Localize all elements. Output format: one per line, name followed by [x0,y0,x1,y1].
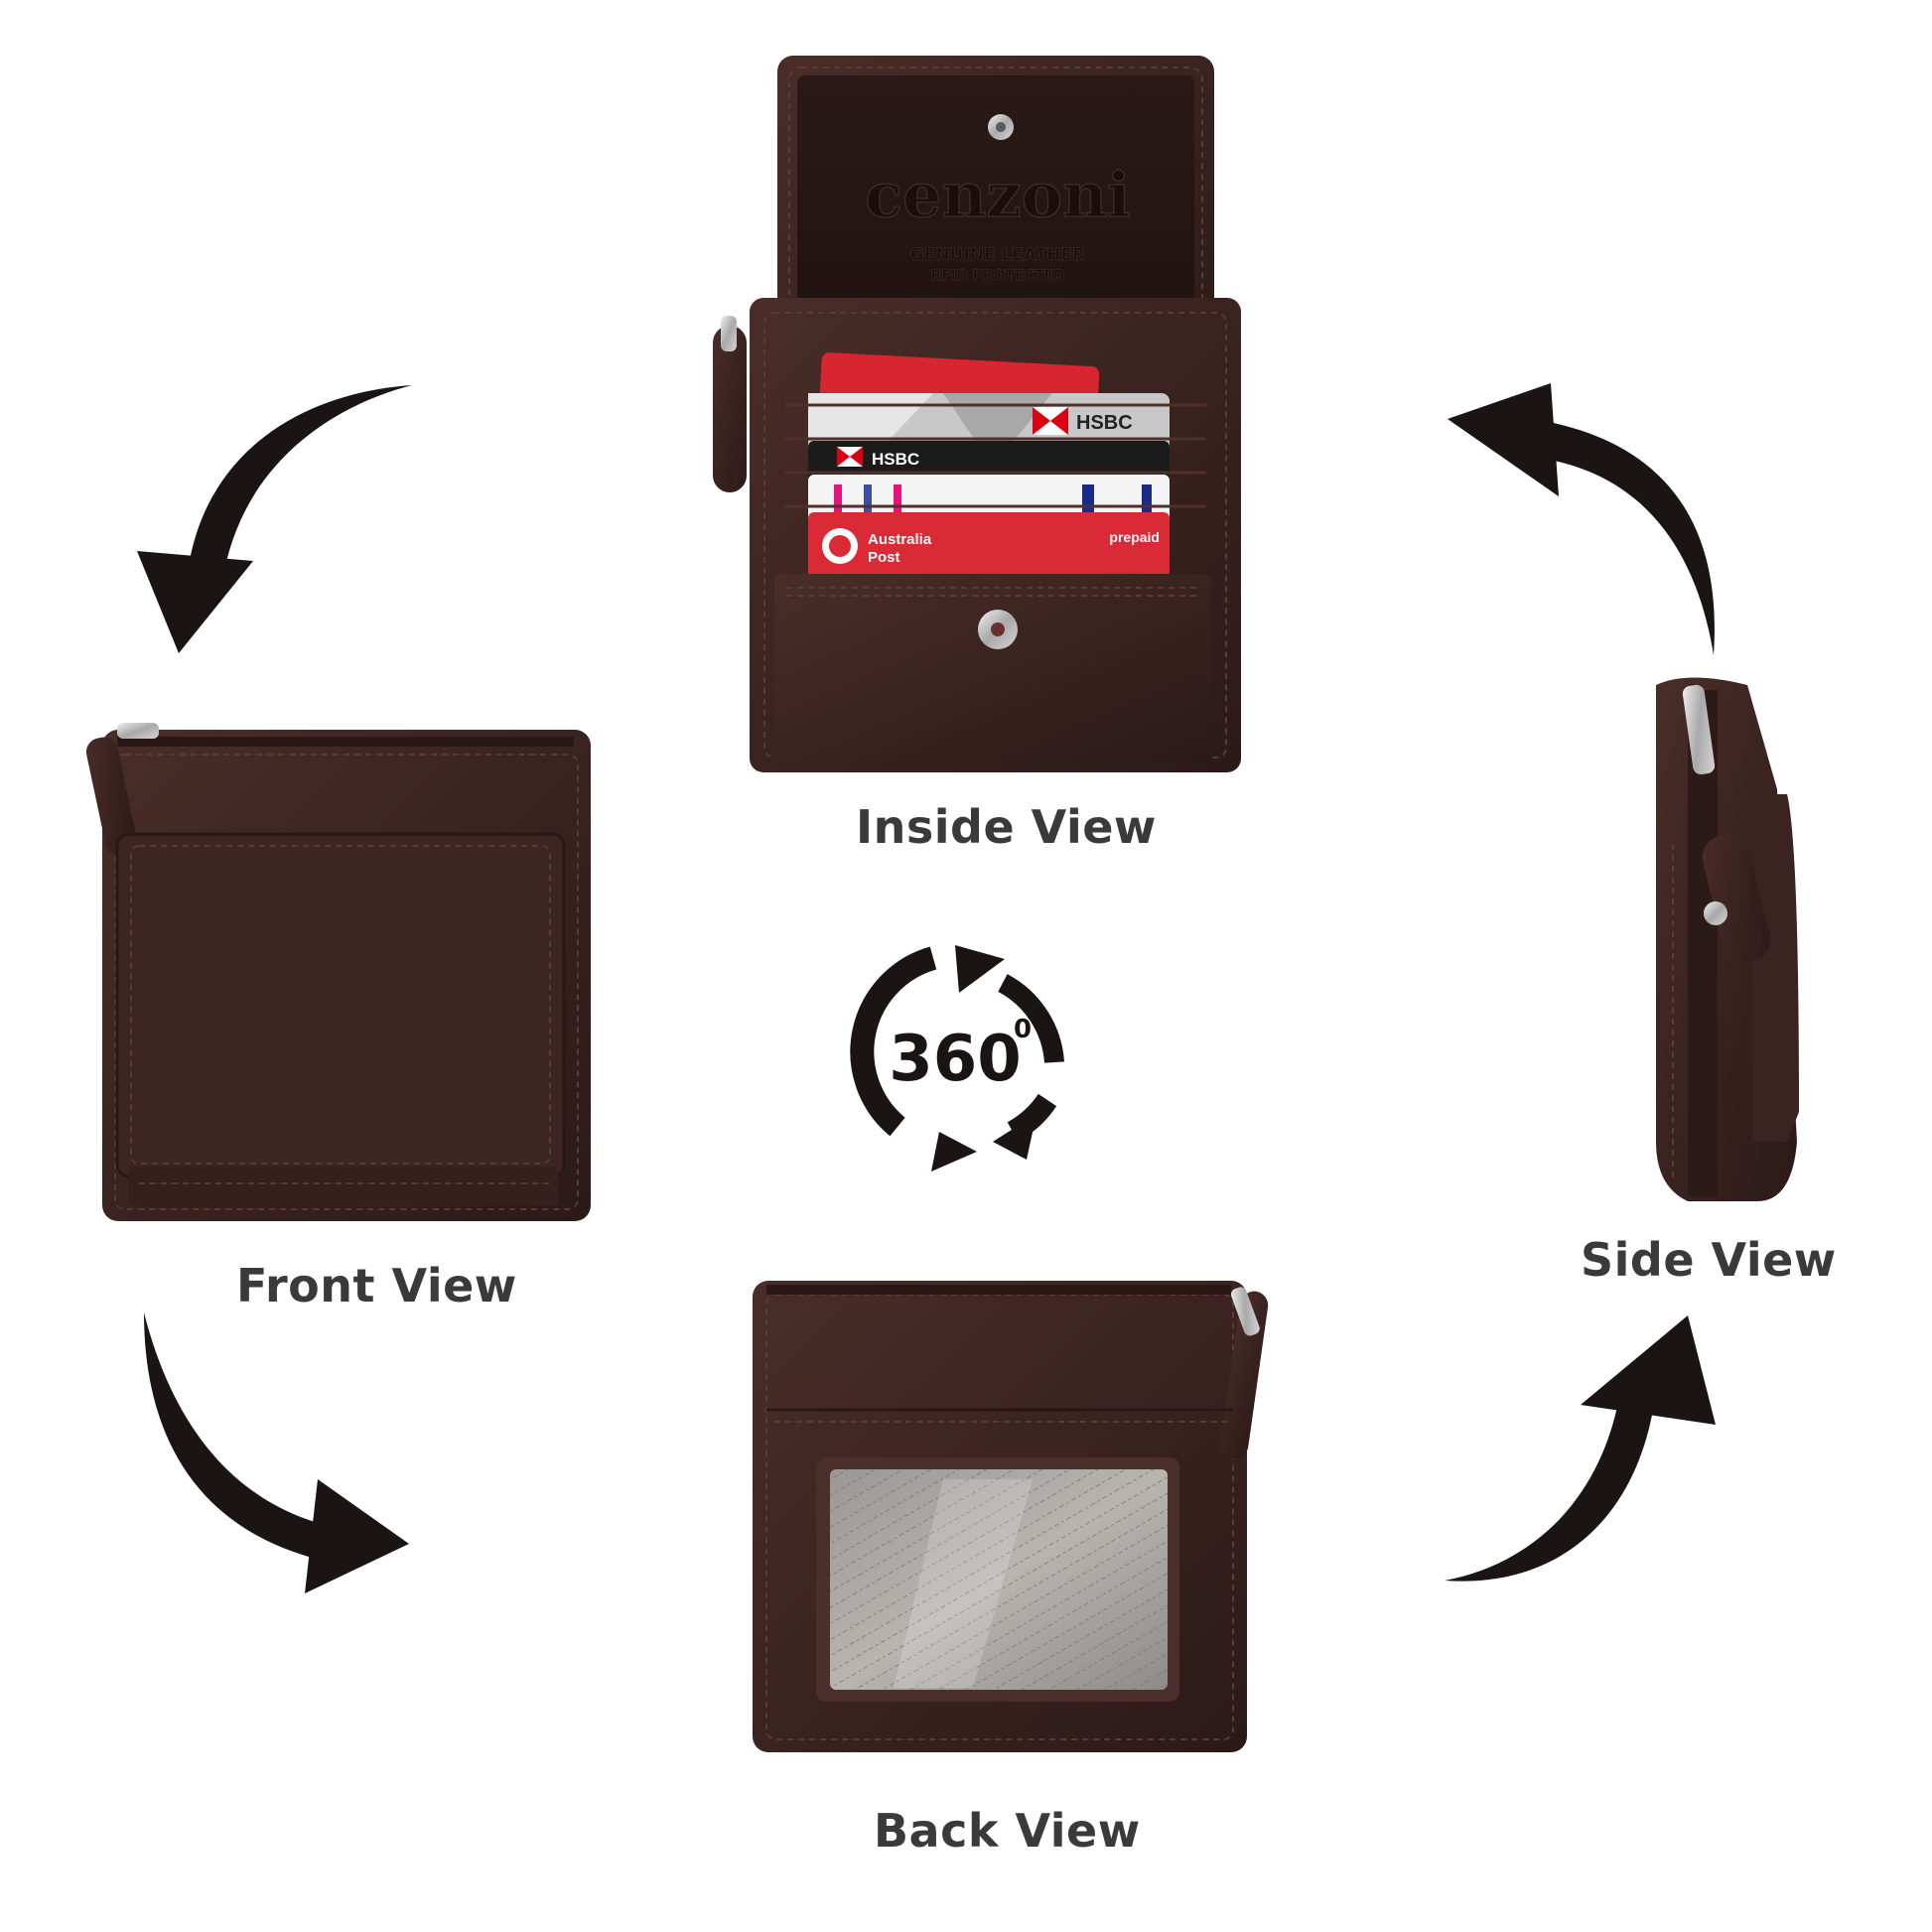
arrow-top-right-icon [1448,383,1715,655]
hsbc-card-label: HSBC [1076,412,1133,434]
arrow-bottom-right-icon [1445,1315,1716,1582]
hsbc-logo-icon [1033,407,1068,435]
snap-button-icon [978,610,1018,649]
arrow-bottom-left-icon [144,1312,409,1593]
brand-tagline-2: RFID PROTECTED [930,268,1064,284]
arrow-top-left-icon [137,385,412,653]
zipper-pull-icon [713,316,747,492]
auspost-line1: Australia [868,531,932,548]
hsbc-card-label-2: HSBC [872,450,919,469]
zipper-pull-icon [1682,684,1771,963]
side-view-caption: Side View [1581,1233,1837,1287]
card-stack: HSBC HSBC Australia Post prepaid [808,352,1170,582]
front-view-wallet [85,723,591,1221]
brand-tagline-1: GENUINE LEATHER [910,245,1086,265]
zipper-pull-icon [85,723,159,856]
rotate-360-icon: 360 0 [850,945,1064,1172]
auspost-line2: Post [868,549,900,566]
snap-button-icon [988,114,1014,140]
zipper-pull-icon [1220,1287,1269,1459]
inside-view-wallet: cenzoni GENUINE LEATHER RFID PROTECTED H… [713,56,1241,772]
side-view-wallet [1656,677,1799,1201]
front-view-caption: Front View [236,1259,517,1312]
id-window [816,1457,1179,1702]
inside-view-caption: Inside View [856,800,1157,854]
back-view-wallet [753,1281,1269,1752]
prepaid-label: prepaid [1109,529,1160,545]
badge-number: 360 [889,1023,1022,1096]
back-view-caption: Back View [874,1804,1141,1858]
brand-logo: cenzoni [865,159,1130,231]
badge-degree: 0 [1014,1015,1032,1044]
